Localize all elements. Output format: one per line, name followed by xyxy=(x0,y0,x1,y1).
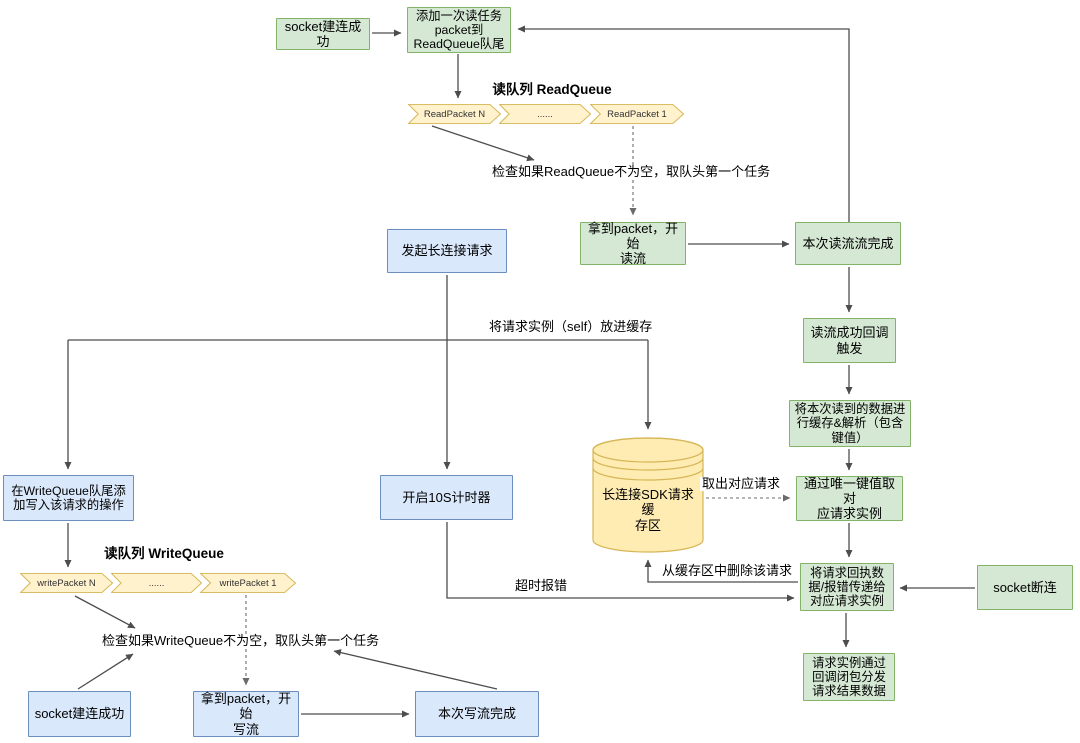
read-queue-title: 读队列 ReadQueue xyxy=(492,82,612,97)
node-parse-data: 将本次读到的数据进 行缓存&解析（包含 键值） xyxy=(789,400,911,447)
node-write-done: 本次写流完成 xyxy=(415,691,539,737)
cache-cylinder-shape xyxy=(592,437,704,553)
node-socket-connect-bottom: socket建连成功 xyxy=(28,691,131,737)
check-read-label: 检查如果ReadQueue不为空，取队头第一个任务 xyxy=(490,164,773,180)
node-socket-disconnect: socket断连 xyxy=(977,565,1073,610)
read-queue-item-n: ReadPacket N xyxy=(408,104,501,124)
cache-cylinder-label: 长连接SDK请求缓 存区 xyxy=(602,486,694,533)
node-reply-pass: 将请求回执数 据/报错传递给 对应请求实例 xyxy=(800,563,894,611)
read-queue-item-label: ...... xyxy=(537,108,553,120)
node-read-done: 本次读流流完成 xyxy=(795,222,901,265)
node-get-packet-write: 拿到packet，开始 写流 xyxy=(193,691,299,737)
write-queue-item-label: ...... xyxy=(148,577,165,589)
write-queue-item-label: writePacket N xyxy=(37,577,96,589)
read-queue-item-label: ReadPacket 1 xyxy=(607,108,667,120)
node-start-request: 发起长连接请求 xyxy=(387,229,507,273)
node-read-callback: 读流成功回调 触发 xyxy=(803,318,896,363)
cache-put-label: 将请求实例（self）放进缓存 xyxy=(487,319,655,335)
node-start-timer: 开启10S计时器 xyxy=(380,475,513,520)
node-get-instance: 通过唯一键值取对 应请求实例 xyxy=(796,476,903,521)
timeout-label: 超时报错 xyxy=(513,578,570,594)
write-queue-item-dots: ...... xyxy=(111,573,202,593)
node-socket-connect-top: socket建连成功 xyxy=(276,18,370,50)
fetch-request-label: 取出对应请求 xyxy=(700,476,783,492)
read-queue-item-1: ReadPacket 1 xyxy=(590,104,684,124)
write-queue-item-1: writePacket 1 xyxy=(200,573,296,593)
read-queue-item-label: ReadPacket N xyxy=(423,108,486,120)
node-dispatch-result: 请求实例通过 回调闭包分发 请求结果数据 xyxy=(803,653,895,701)
delete-request-label: 从缓存区中删除该请求 xyxy=(660,563,795,579)
write-queue-item-label: writePacket 1 xyxy=(219,577,277,589)
read-queue-item-dots: ...... xyxy=(499,104,591,124)
check-write-label: 检查如果WriteQueue不为空，取队头第一个任务 xyxy=(100,633,382,649)
node-write-queue-add: 在WriteQueue队尾添 加写入该请求的操作 xyxy=(3,475,134,521)
write-queue-item-n: writePacket N xyxy=(20,573,113,593)
write-queue-title: 读队列 WriteQueue xyxy=(104,546,224,561)
node-add-read-task: 添加一次读任务 packet到 ReadQueue队尾 xyxy=(407,7,511,53)
node-get-packet-read: 拿到packet，开始 读流 xyxy=(580,221,686,266)
